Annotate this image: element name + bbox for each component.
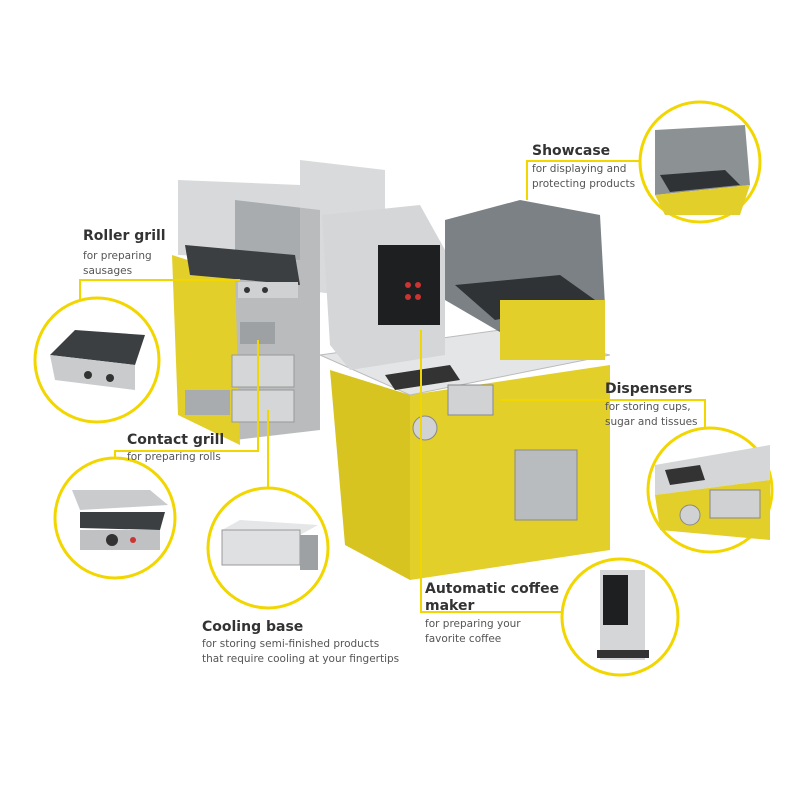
contact-grill-image — [72, 490, 168, 550]
cooling-base-image — [221, 520, 318, 570]
dispensers-image — [655, 445, 770, 540]
callout-contact-grill: Contact grill for preparing rolls — [127, 432, 225, 463]
coffee-maker-image — [597, 570, 649, 660]
callout-cooling-base: Cooling base for storing semi-finished p… — [202, 619, 400, 665]
left-kiosk — [172, 160, 385, 445]
callout-dispensers: Dispensers for storing cups,sugar and ti… — [605, 381, 698, 428]
roller-grill-image — [50, 330, 145, 390]
showcase-image — [655, 125, 750, 215]
right-kiosk — [318, 200, 611, 580]
